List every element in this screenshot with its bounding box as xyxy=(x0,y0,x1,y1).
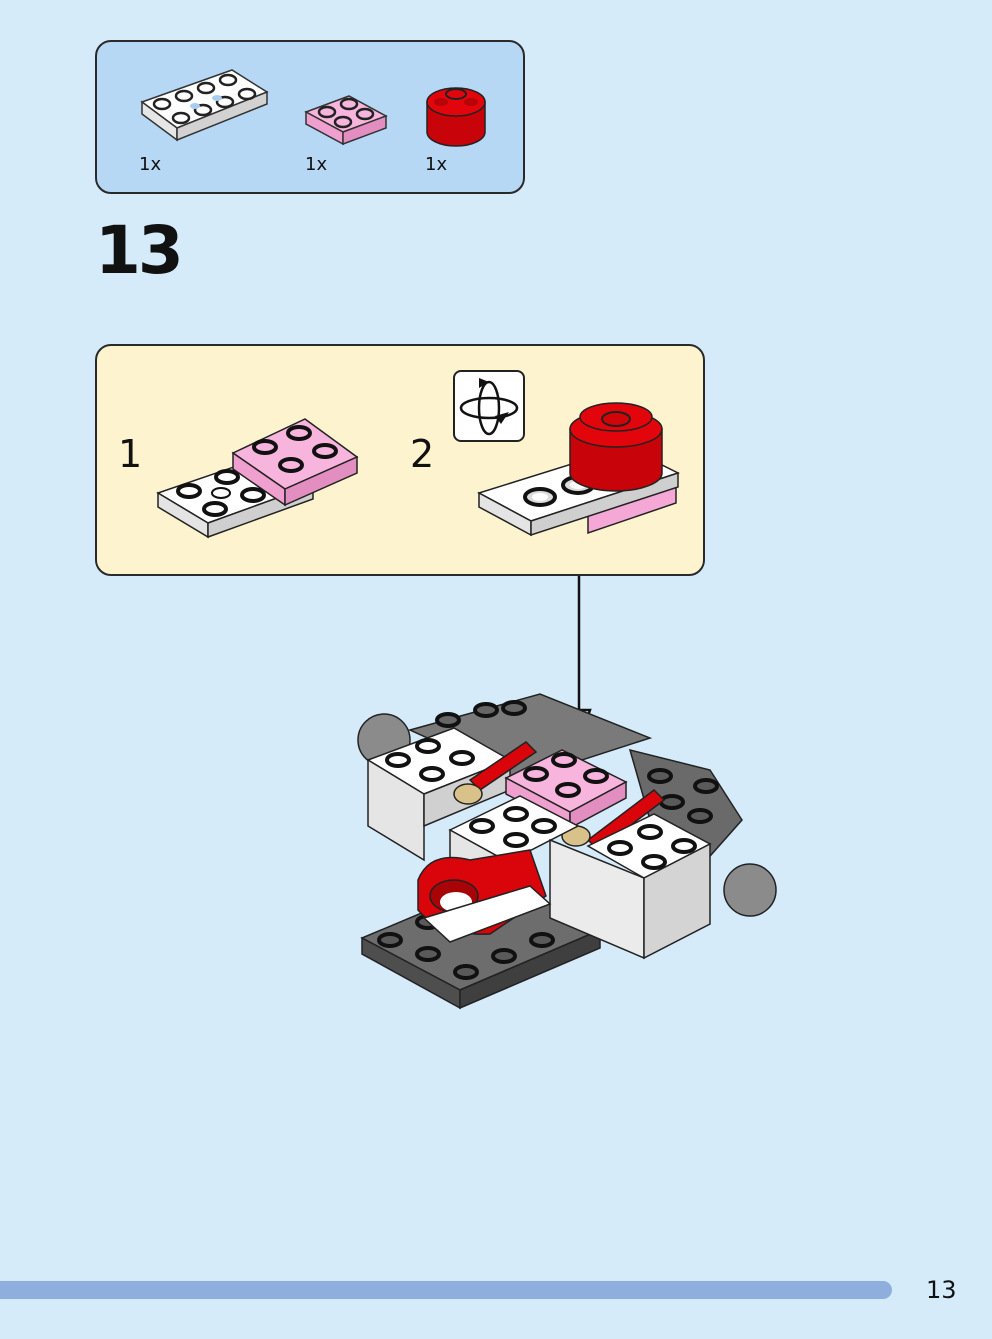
main-model-illustration xyxy=(350,690,790,1024)
qty-red-round-brick: 1x xyxy=(425,154,448,175)
sub-step-1-illustration xyxy=(155,415,365,559)
red-round-brick-part-icon xyxy=(423,80,489,152)
pink-plate-part-icon xyxy=(303,90,389,152)
qty-pink-plate: 1x xyxy=(305,154,328,175)
qty-white-plate: 1x xyxy=(139,154,162,175)
rotate-model-icon xyxy=(453,370,525,442)
sub-step-label-2: 2 xyxy=(410,432,435,476)
progress-bar xyxy=(0,1281,892,1299)
parts-list-box: 1x 1x 1x xyxy=(95,40,525,194)
page-number: 13 xyxy=(926,1276,957,1304)
white-plate-part-icon xyxy=(137,62,272,152)
sub-step-label-1: 1 xyxy=(118,432,143,476)
step-number: 13 xyxy=(95,212,184,289)
sub-step-2-illustration xyxy=(476,395,686,559)
